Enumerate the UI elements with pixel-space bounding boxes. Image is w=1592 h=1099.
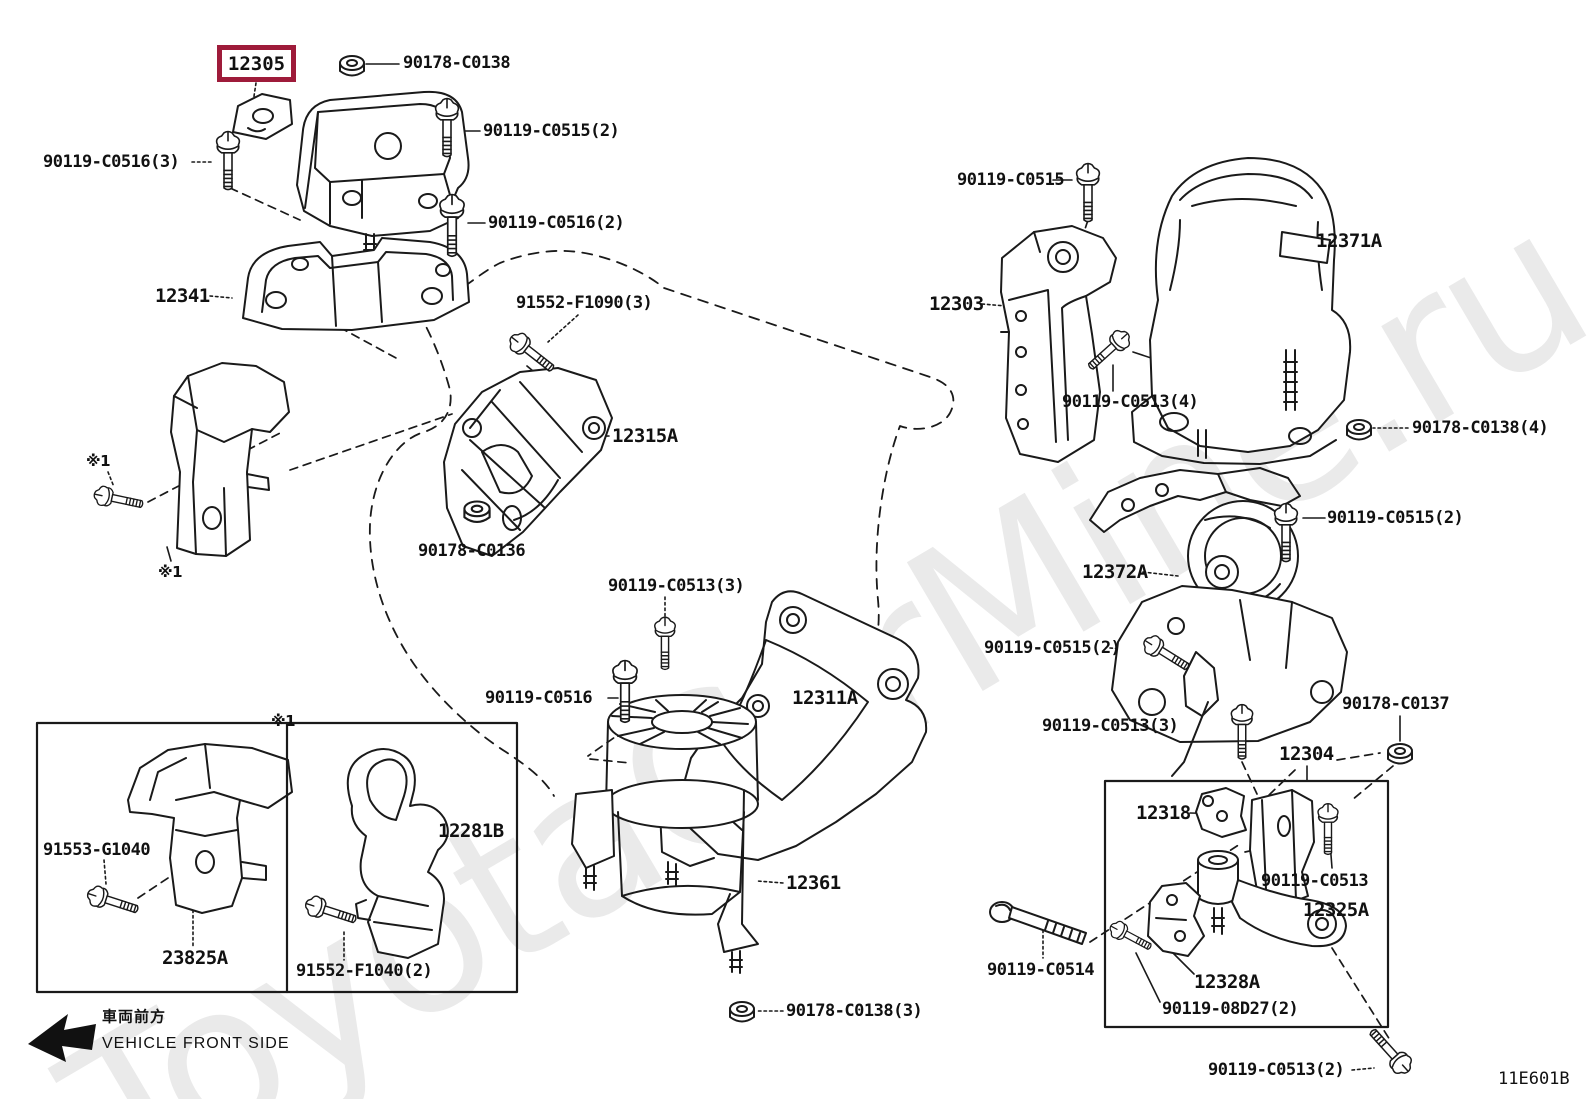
- part-label-12372a[interactable]: 12372A: [1082, 561, 1148, 583]
- part-label-12361[interactable]: 12361: [786, 872, 841, 894]
- part-label-12318[interactable]: 12318: [1136, 802, 1191, 824]
- footnote-marker-3: ※1: [271, 712, 296, 730]
- highlighted-part-box-12305[interactable]: 12305: [217, 45, 296, 82]
- part-drawing-23825a: [127, 743, 293, 914]
- fastener-label-91552-f1040-2[interactable]: 91552-F1040(2): [296, 961, 433, 981]
- part-label-12305[interactable]: 12305: [227, 52, 286, 75]
- fastener-label-91553-g1040[interactable]: 91553-G1040: [43, 840, 151, 860]
- engine-outline: [368, 249, 955, 797]
- fastener-label-90119-c0516-2[interactable]: 90119-C0516(2): [488, 213, 625, 233]
- long-bolt-90119-c0514: [989, 901, 1087, 945]
- fastener-label-90119-c0515-2-right[interactable]: 90119-C0515(2): [1327, 508, 1464, 528]
- fastener-label-90119-c0513-3-right[interactable]: 90119-C0513(3): [1042, 716, 1179, 736]
- part-label-12328a[interactable]: 12328A: [1194, 971, 1260, 993]
- part-label-12304[interactable]: 12304: [1279, 743, 1334, 765]
- inset-box-left: [35, 721, 519, 994]
- front-side-note-jp: 車両前方: [102, 1007, 167, 1026]
- part-label-12311a[interactable]: 12311A: [792, 687, 858, 709]
- fastener-label-91552-f1090-3[interactable]: 91552-F1090(3): [516, 293, 653, 313]
- part-label-23825a[interactable]: 23825A: [162, 947, 228, 969]
- part-drawing-12303: [1000, 225, 1117, 463]
- part-drawing-12341: [242, 237, 470, 331]
- inset-box-right: [1103, 779, 1390, 1029]
- fastener-label-90119-08d27-2[interactable]: 90119-08D27(2): [1162, 999, 1299, 1019]
- part-drawing-12281b: [346, 748, 449, 959]
- part-drawing-engine-support-bracket: [170, 362, 290, 557]
- part-label-12315a[interactable]: 12315A: [612, 425, 678, 447]
- fastener-label-90119-c0513[interactable]: 90119-C0513: [1261, 871, 1369, 891]
- fastener-label-90119-c0513-3-mid[interactable]: 90119-C0513(3): [608, 576, 745, 596]
- part-drawing-12328a: [1147, 882, 1205, 957]
- fastener-label-90178-c0136[interactable]: 90178-C0136: [418, 541, 526, 561]
- fastener-label-90119-c0513-4[interactable]: 90119-C0513(4): [1062, 392, 1199, 412]
- fastener-label-90119-c0513-2[interactable]: 90119-C0513(2): [1208, 1060, 1345, 1080]
- drawing-code: 11E601B: [1498, 1069, 1570, 1089]
- part-drawing-12318: [1195, 787, 1247, 838]
- front-direction-arrow: [28, 1014, 96, 1062]
- front-side-note-en: VEHICLE FRONT SIDE: [102, 1035, 290, 1052]
- part-drawing-12305: [232, 90, 470, 257]
- part-drawing-12372a: [1089, 467, 1348, 777]
- part-label-12341[interactable]: 12341: [155, 285, 210, 307]
- part-drawing-12371a: [1131, 157, 1352, 465]
- part-label-12325a[interactable]: 12325A: [1303, 899, 1369, 921]
- part-label-12371a[interactable]: 12371A: [1316, 230, 1382, 252]
- part-label-12281b[interactable]: 12281B: [438, 820, 504, 842]
- fastener-label-90178-c0138-4[interactable]: 90178-C0138(4): [1412, 418, 1549, 438]
- part-drawing-12304-bracket: [1249, 789, 1315, 925]
- fastener-label-90119-c0516-3[interactable]: 90119-C0516(3): [43, 152, 180, 172]
- fastener-label-90119-c0514[interactable]: 90119-C0514: [987, 960, 1095, 980]
- fastener-label-90119-c0515-2-top[interactable]: 90119-C0515(2): [483, 121, 620, 141]
- fastener-label-90119-c0516[interactable]: 90119-C0516: [485, 688, 593, 708]
- fastener-label-90119-c0515[interactable]: 90119-C0515: [957, 170, 1065, 190]
- footnote-marker-1: ※1: [86, 452, 111, 470]
- fastener-label-90178-c0137[interactable]: 90178-C0137: [1342, 694, 1450, 714]
- part-drawing-12315a: [443, 367, 613, 557]
- fastener-label-90119-c0515-2-left[interactable]: 90119-C0515(2): [984, 638, 1121, 658]
- footnote-marker-2: ※1: [158, 563, 183, 581]
- part-drawing-12325a: [1197, 850, 1347, 948]
- part-drawing-12361: [571, 694, 770, 974]
- fastener-label-90178-c0138[interactable]: 90178-C0138: [403, 53, 511, 73]
- part-label-12303[interactable]: 12303: [929, 293, 984, 315]
- fastener-label-90178-c0138-3[interactable]: 90178-C0138(3): [786, 1001, 923, 1021]
